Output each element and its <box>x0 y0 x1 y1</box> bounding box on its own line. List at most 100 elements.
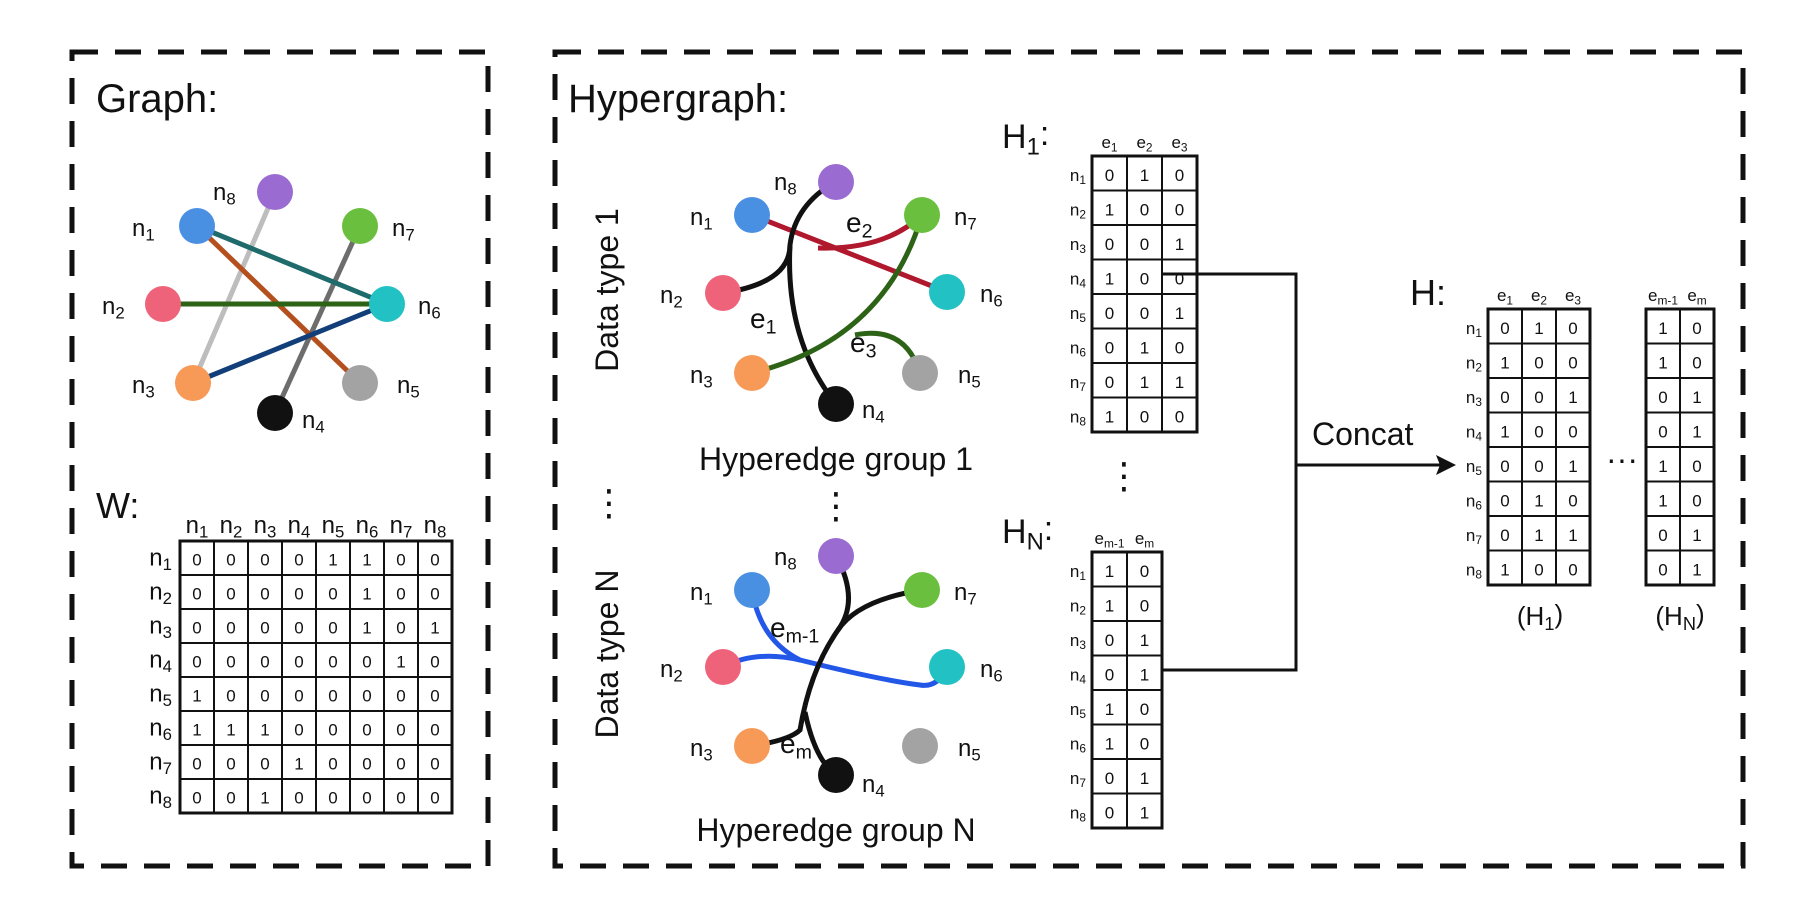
h1-matrix-cell: 1 <box>1175 304 1184 323</box>
hgn-edge-label-em-1: em-1 <box>770 612 819 647</box>
w-matrix-cell: 0 <box>328 720 337 739</box>
w-matrix-cell: 0 <box>328 652 337 671</box>
h-left-matrix-cell: 1 <box>1500 353 1509 372</box>
w-matrix-cell-border <box>315 540 351 576</box>
hyperedge-em <box>751 554 851 749</box>
w-matrix-col-label: n5 <box>322 512 345 542</box>
h-right-matrix-cell: 0 <box>1692 491 1701 510</box>
h1-matrix-row-label: n5 <box>1070 304 1086 325</box>
h-left-matrix-cell: 0 <box>1500 491 1509 510</box>
w-matrix-cell: 1 <box>362 584 371 603</box>
h1-matrix-cell: 0 <box>1140 269 1149 288</box>
w-matrix-cell: 0 <box>226 754 235 773</box>
h-right-matrix-cell: 1 <box>1692 560 1701 579</box>
h-right-matrix-cell: 0 <box>1658 388 1667 407</box>
hgn-label-n6: n6 <box>980 656 1003 686</box>
w-matrix-cell-border <box>315 574 351 610</box>
hn-matrix-cell: 1 <box>1105 596 1114 615</box>
concat-connector-top <box>1162 272 1298 672</box>
h1-matrix-cell: 0 <box>1140 407 1149 426</box>
w-matrix-label: W: <box>96 485 139 526</box>
h-left-matrix-cell: 0 <box>1500 526 1509 545</box>
w-matrix-cell: 0 <box>192 618 201 637</box>
h-left-matrix-cell: 1 <box>1568 457 1577 476</box>
w-matrix-col-label: n3 <box>254 512 277 542</box>
hn-matrix-cell: 0 <box>1105 631 1114 650</box>
w-matrix-cell-border <box>417 778 453 814</box>
graph-node-n2 <box>145 286 181 322</box>
hgn-node-n2 <box>705 649 741 685</box>
w-matrix-col-label: n6 <box>356 512 379 542</box>
hyperedge-group-n-caption: Hyperedge group N <box>696 812 975 848</box>
hg1-label-n8: n8 <box>774 169 797 199</box>
h-right-matrix-cell: 1 <box>1692 388 1701 407</box>
h1-matrix-row-label: n6 <box>1070 338 1086 359</box>
w-matrix-cell: 0 <box>294 720 303 739</box>
hyperedge-em-1 <box>749 589 950 688</box>
hyperedge-group-1: n1 n2 n3 n4 n5 n6 n7 n8 e2 e1 e3 Hypered… <box>660 164 1003 477</box>
hn-matrix-cell-border <box>1126 758 1163 795</box>
hn-matrix-cell-border <box>1091 792 1128 829</box>
w-matrix-row-label: n4 <box>149 646 172 676</box>
w-matrix-row-label: n2 <box>149 578 172 608</box>
w-matrix-cell: 0 <box>430 754 439 773</box>
h-left-matrix-cell: 1 <box>1534 491 1543 510</box>
graph-node-n3 <box>175 365 211 401</box>
graph-node-n4 <box>257 395 293 431</box>
graph-label-n3: n3 <box>132 372 155 402</box>
w-matrix-cell: 0 <box>430 788 439 807</box>
w-matrix-cell-border <box>383 710 419 746</box>
h1-matrix-cell: 1 <box>1140 338 1149 357</box>
w-matrix-cell: 0 <box>328 686 337 705</box>
w-matrix-cell: 0 <box>396 686 405 705</box>
w-matrix-cell-border <box>349 608 385 644</box>
w-matrix-cell: 0 <box>362 652 371 671</box>
h1-matrix-cell-border <box>1126 327 1163 364</box>
h-left-matrix-cell-border <box>1555 377 1591 414</box>
hn-matrix-cell: 1 <box>1140 769 1149 788</box>
h1-matrix-row-label: n8 <box>1070 407 1086 428</box>
hyperedge-e1 <box>722 179 837 296</box>
hn-matrix-row-label: n6 <box>1070 734 1086 755</box>
h-left-matrix-row-label: n1 <box>1466 319 1482 340</box>
w-matrix-cell-border <box>417 744 453 780</box>
w-matrix-cell: 0 <box>226 652 235 671</box>
h1-matrix-row-label: n7 <box>1070 373 1086 394</box>
h-right-matrix-cell: 1 <box>1692 526 1701 545</box>
hgn-node-n7 <box>904 572 940 608</box>
w-matrix-cell-border <box>281 642 317 678</box>
hn-matrix-cell: 1 <box>1105 700 1114 719</box>
concat-label: Concat <box>1312 416 1414 452</box>
h-left-matrix-cell-border <box>1555 342 1591 379</box>
w-matrix-cell-border <box>349 676 385 712</box>
graph-diagram: n1 n2 n3 n4 n5 n6 n7 n8 <box>102 174 441 437</box>
hypergraph-panel-border <box>552 49 1746 869</box>
w-matrix-outline <box>178 539 454 815</box>
h1-matrix-cell-border <box>1161 396 1198 433</box>
h-left-matrix-cell: 0 <box>1500 319 1509 338</box>
h-right-matrix-cell: 1 <box>1658 319 1667 338</box>
h-left-matrix-cell: 0 <box>1534 560 1543 579</box>
w-matrix-cell-border <box>315 676 351 712</box>
h-right-matrix-col-label: em <box>1687 286 1706 307</box>
w-matrix-cell: 0 <box>192 550 201 569</box>
h1-matrix-cell: 0 <box>1140 304 1149 323</box>
h1-matrix-col-label: e1 <box>1101 133 1117 154</box>
hn-matrix-cell: 1 <box>1140 631 1149 650</box>
h1-label: H1: <box>1002 115 1049 161</box>
w-matrix-cell-border <box>213 608 249 644</box>
hn-matrix-row-label: n1 <box>1070 562 1086 583</box>
w-matrix-cell: 0 <box>260 754 269 773</box>
w-matrix-cell: 0 <box>430 550 439 569</box>
w-matrix-cell: 0 <box>192 788 201 807</box>
hypergraph-title: Hypergraph: <box>568 77 788 121</box>
hg1-node-n8 <box>818 164 854 200</box>
h1-matrix-cell: 0 <box>1175 166 1184 185</box>
w-matrix-cell-border <box>281 608 317 644</box>
h-right-matrix-cell: 0 <box>1692 319 1701 338</box>
w-matrix-cell: 0 <box>294 652 303 671</box>
w-matrix-cell-border <box>213 540 249 576</box>
hn-matrix-row-label: n2 <box>1070 596 1086 617</box>
hn-matrix-cell: 0 <box>1140 734 1149 753</box>
